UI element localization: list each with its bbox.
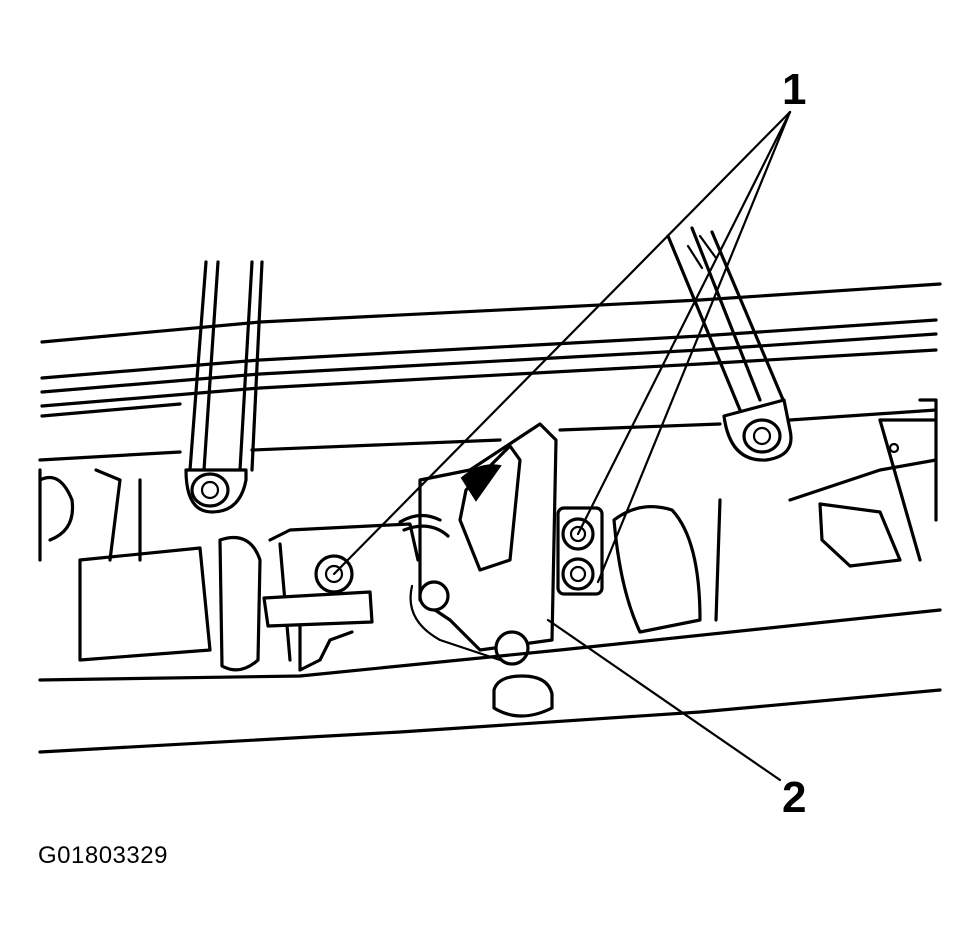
callout-2-leader (546, 618, 782, 782)
hood-latch-assembly (262, 422, 558, 718)
left-mounting-area (38, 468, 420, 672)
radiator-support-panel (38, 282, 942, 562)
callout-1-leaders (332, 110, 792, 584)
callout-1-label: 1 (782, 65, 807, 114)
left-brace-rod (184, 260, 264, 514)
front-fascia (38, 608, 942, 754)
figure-id: G01803329 (38, 842, 168, 869)
callout-2-label: 2 (782, 773, 807, 822)
